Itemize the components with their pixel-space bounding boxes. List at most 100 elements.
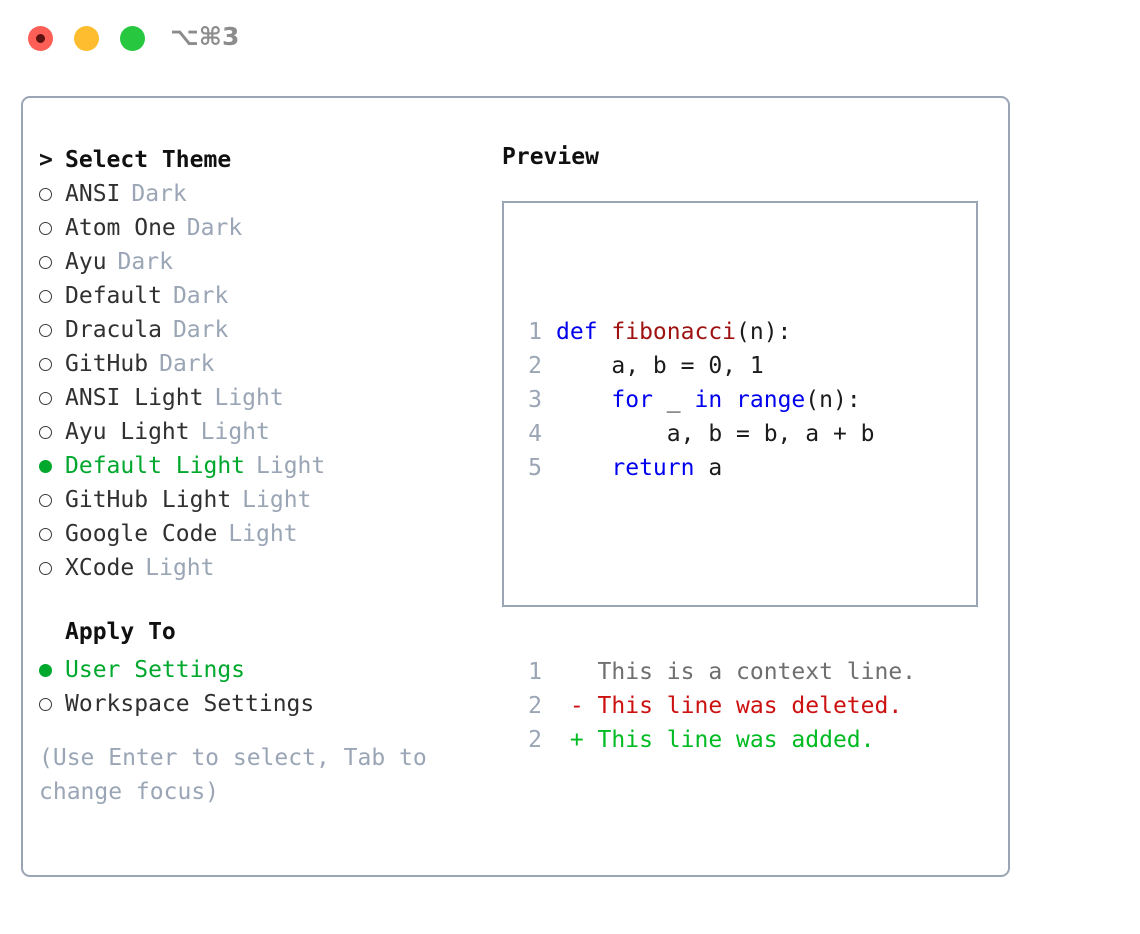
radio-unselected-icon — [39, 256, 52, 269]
apply-to-label: Apply To — [65, 619, 176, 645]
apply-to-item[interactable]: Workspace Settings — [39, 687, 479, 721]
radio-unselected-icon — [39, 698, 52, 711]
diff-line: 2 + This line was added. — [514, 723, 916, 757]
code-token: a, b = 0, 1 — [556, 353, 764, 379]
line-number: 2 — [528, 693, 542, 719]
theme-list-item[interactable]: Atom One Dark — [39, 211, 479, 245]
theme-radio-icon — [39, 347, 65, 381]
theme-radio-icon — [39, 551, 65, 585]
theme-name: Dracula — [65, 317, 162, 343]
radio-unselected-icon — [39, 358, 52, 371]
minimize-button[interactable] — [74, 26, 99, 51]
code-token: in — [694, 387, 723, 413]
theme-name: XCode — [65, 555, 135, 581]
apply-to-item[interactable]: User Settings — [39, 653, 479, 687]
theme-list-item[interactable]: GitHub Light Light — [39, 483, 479, 517]
code-token — [722, 387, 736, 413]
theme-radio-icon — [39, 279, 65, 313]
radio-unselected-icon — [39, 494, 52, 507]
theme-radio-icon — [39, 211, 65, 245]
keyboard-hint: (Use Enter to select, Tab to change focu… — [39, 745, 441, 805]
line-number: 1 — [528, 319, 542, 345]
theme-mode-tag: Dark — [159, 351, 215, 377]
theme-radio-icon — [39, 449, 65, 483]
line-number: 1 — [528, 659, 542, 685]
theme-list-item[interactable]: XCode Light — [39, 551, 479, 585]
apply-to-name: User Settings — [65, 657, 246, 683]
code-token: (n): — [805, 387, 861, 413]
diff-line: 1 This is a context line. — [514, 655, 916, 689]
select-theme-label: Select Theme — [65, 147, 232, 173]
code-token: _ — [652, 387, 695, 413]
radio-unselected-icon — [39, 426, 52, 439]
theme-radio-icon — [39, 381, 65, 415]
theme-radio-icon — [39, 415, 65, 449]
theme-radio-icon — [39, 517, 65, 551]
theme-name: GitHub Light — [65, 487, 232, 513]
theme-name: Atom One — [65, 215, 176, 241]
code-diff-gap — [514, 553, 916, 587]
apply-to-header: Apply To — [39, 619, 479, 653]
select-theme-header: > Select Theme — [39, 143, 479, 177]
theme-list-item[interactable]: Default Light Light — [39, 449, 479, 483]
apply-radio-icon — [39, 687, 65, 721]
theme-list-item[interactable]: Dracula Dark — [39, 313, 479, 347]
theme-mode-tag: Dark — [172, 283, 229, 309]
radio-unselected-icon — [39, 562, 52, 575]
theme-name: Ayu — [65, 249, 107, 275]
theme-name: ANSI Light — [65, 385, 204, 411]
radio-unselected-icon — [39, 222, 52, 235]
diff-text: - This line was deleted. — [556, 693, 903, 719]
theme-mode-tag: Dark — [186, 215, 243, 241]
theme-list-item[interactable]: ANSI Dark — [39, 177, 479, 211]
code-token: range — [736, 387, 806, 413]
radio-selected-icon — [39, 460, 52, 473]
theme-name: Google Code — [65, 521, 218, 547]
radio-unselected-icon — [39, 392, 52, 405]
theme-mode-tag: Dark — [131, 181, 187, 207]
theme-mode-tag: Light — [200, 419, 270, 445]
theme-name: ANSI — [65, 181, 121, 207]
theme-radio-icon — [39, 177, 65, 211]
theme-mode-tag: Light — [256, 453, 326, 479]
diff-line: 2 - This line was deleted. — [514, 689, 916, 723]
apply-radio-icon — [39, 653, 65, 687]
line-number: 2 — [528, 353, 542, 379]
diff-text: + This line was added. — [556, 727, 875, 753]
theme-list-item[interactable]: ANSI Light Light — [39, 381, 479, 415]
code-token: return — [611, 455, 695, 481]
theme-mode-tag: Light — [214, 385, 284, 411]
theme-radio-icon — [39, 245, 65, 279]
theme-mode-tag: Light — [145, 555, 215, 581]
theme-name: Default Light — [65, 453, 246, 479]
caret-icon: > — [39, 147, 53, 173]
code-line: 4 a, b = b, a + b — [514, 417, 916, 451]
radio-unselected-icon — [39, 188, 52, 201]
theme-mode-tag: Dark — [172, 317, 229, 343]
line-number: 4 — [528, 421, 542, 447]
radio-selected-icon — [39, 664, 52, 677]
window-controls — [28, 26, 145, 51]
theme-radio-icon — [39, 483, 65, 517]
code-token: a — [694, 455, 723, 481]
code-line: 5 return a — [514, 451, 916, 485]
close-button[interactable] — [28, 26, 53, 51]
diff-sample: 1 This is a context line.2 - This line w… — [514, 655, 916, 757]
line-number: 5 — [528, 455, 542, 481]
diff-text: This is a context line. — [556, 659, 917, 685]
theme-mode-tag: Light — [242, 487, 312, 513]
zoom-button[interactable] — [120, 26, 145, 51]
